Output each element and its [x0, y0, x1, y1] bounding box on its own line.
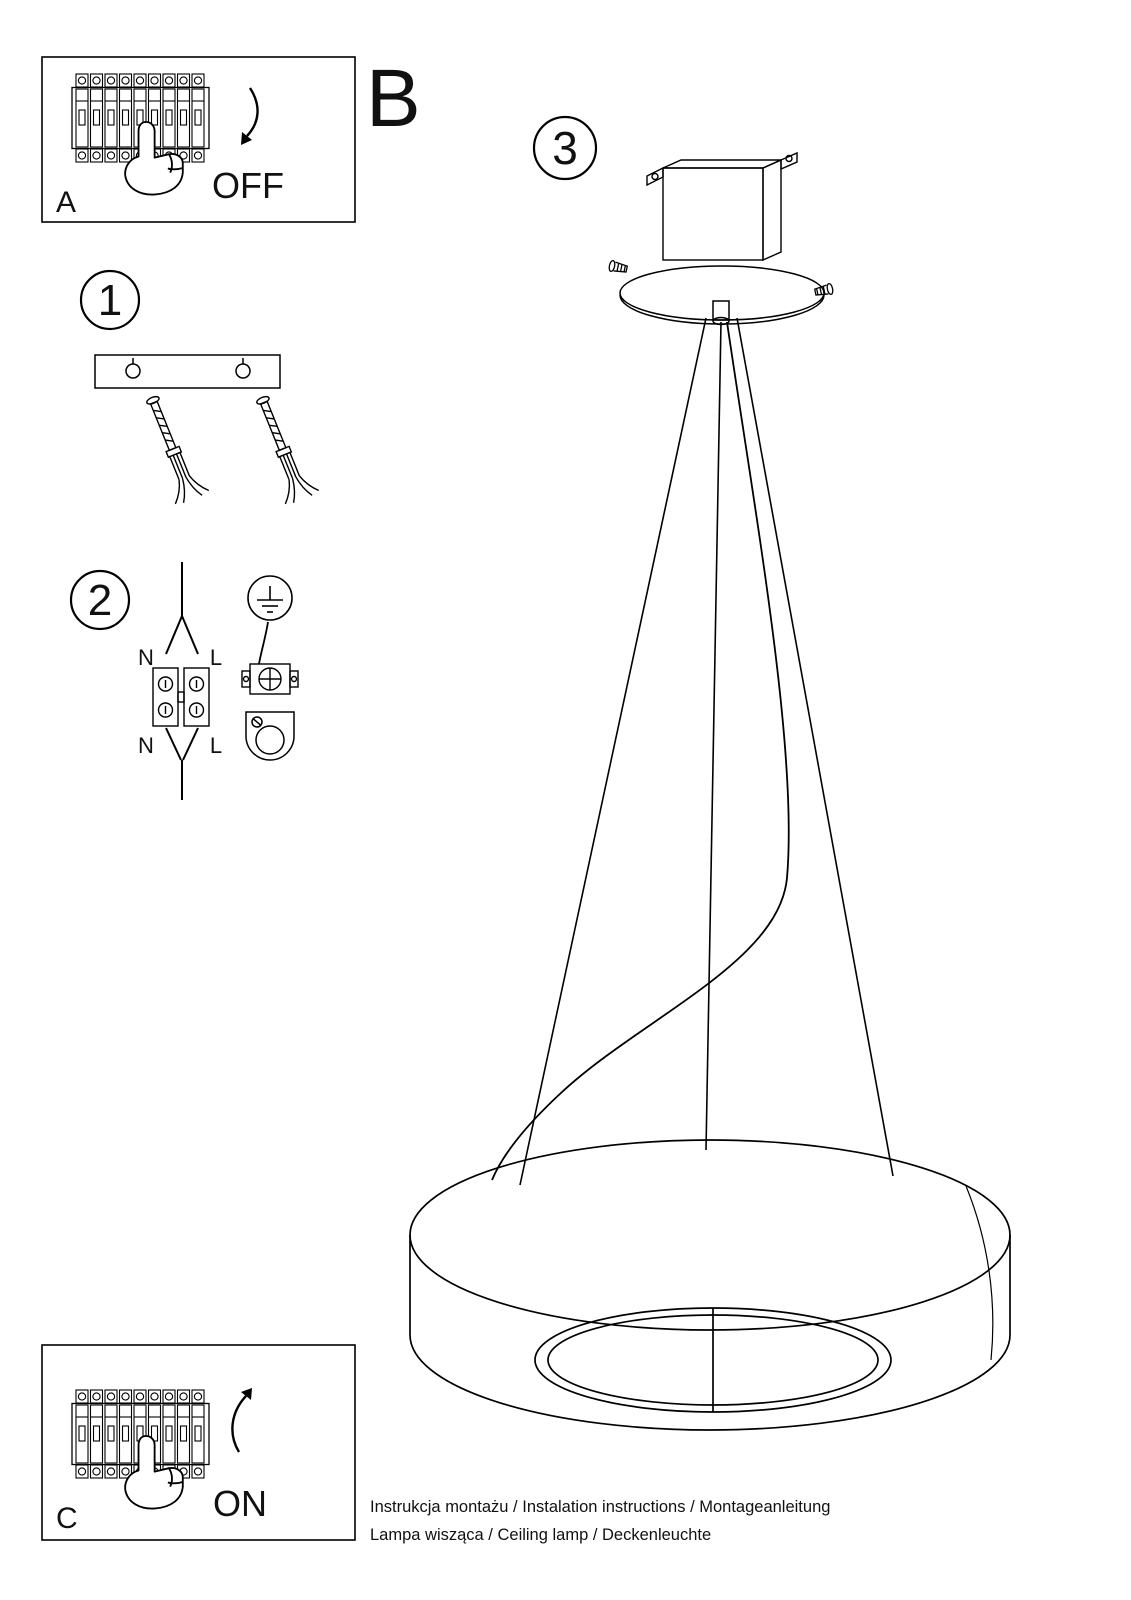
panel-a: OFF A	[41, 56, 356, 223]
step-2: 2 N L N L	[69, 562, 299, 800]
wall-anchor-left-icon	[134, 390, 211, 507]
step-1: 1	[79, 269, 321, 507]
ground-symbol-icon	[247, 575, 293, 621]
ground-wire	[258, 621, 269, 665]
wire-label-l-top: L	[210, 645, 222, 670]
on-label: ON	[213, 1483, 267, 1524]
wire-label-n-top: N	[138, 645, 154, 670]
step-3-number: 3	[552, 122, 578, 174]
panel-a-border	[41, 56, 356, 223]
on-arrowhead-icon	[241, 1388, 252, 1400]
lamp-holder	[245, 711, 295, 761]
step-2-badge	[69, 569, 131, 631]
footer-line-1: Instrukcja montażu / Instalation instruc…	[370, 1498, 830, 1516]
ground-terminal	[241, 663, 299, 695]
terminal-blocks	[152, 667, 210, 727]
power-cord	[491, 321, 790, 1181]
lampshade-ring	[409, 1139, 1011, 1431]
step-1-number: 1	[98, 276, 122, 325]
on-arrow-icon	[231, 1395, 247, 1453]
footer-line-2: Lampa wisząca / Ceiling lamp / Deckenleu…	[370, 1526, 711, 1544]
suspension-cables	[519, 317, 894, 1186]
wire-label-l-bottom: L	[210, 733, 222, 758]
panel-c: ON C	[41, 1344, 356, 1541]
ceiling-bracket	[646, 151, 798, 262]
step-3-badge	[532, 115, 598, 181]
mounting-strip	[94, 354, 281, 389]
wire-splice	[165, 562, 199, 800]
panel-c-border	[41, 1344, 356, 1541]
panel-a-label: A	[56, 186, 76, 219]
canopy-screw-left-icon	[607, 259, 629, 276]
off-arrowhead-icon	[241, 132, 252, 145]
wall-anchor-right-icon	[244, 390, 321, 507]
off-label: OFF	[212, 165, 284, 206]
step-1-badge	[79, 269, 141, 331]
step-3: 3	[409, 115, 1011, 1431]
panel-c-label: C	[56, 1502, 78, 1535]
section-b-label: B	[366, 53, 421, 144]
canopy	[619, 265, 825, 326]
wire-label-n-bottom: N	[138, 733, 154, 758]
step-2-number: 2	[88, 576, 112, 625]
off-arrow-icon	[246, 87, 259, 137]
